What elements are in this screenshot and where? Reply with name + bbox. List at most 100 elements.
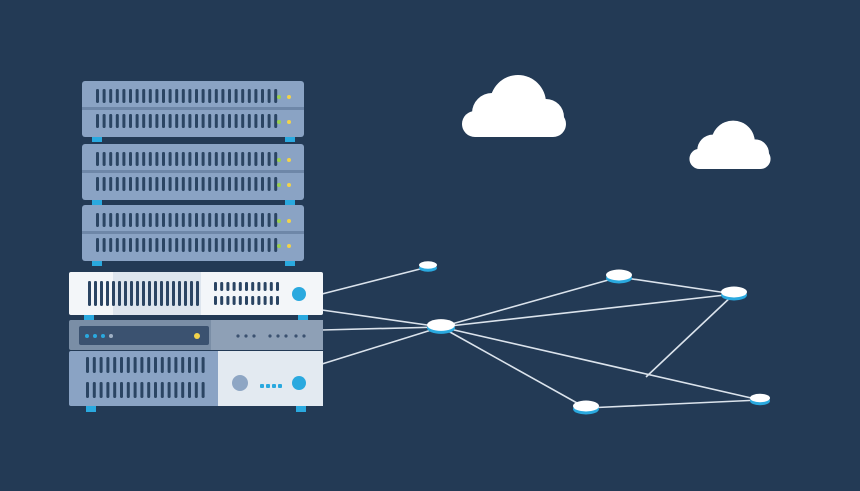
- vent-slot: [113, 382, 117, 398]
- vent-slot: [201, 89, 205, 103]
- vent-slot: [241, 238, 245, 252]
- vent-slot: [254, 89, 258, 103]
- vent-slot: [135, 238, 139, 252]
- node-top: [427, 319, 455, 331]
- vent-slot: [267, 213, 271, 227]
- status-led: [277, 183, 281, 187]
- vent-slot: [267, 177, 271, 191]
- vent-slot: [94, 281, 97, 306]
- vent-slot: [129, 152, 132, 166]
- vent-slot: [251, 296, 255, 305]
- vent-slot: [122, 177, 126, 191]
- vent-slot: [241, 114, 245, 128]
- vent-slot: [251, 282, 255, 291]
- vent-slot: [228, 89, 231, 103]
- status-led: [277, 219, 281, 223]
- vent-slot: [194, 382, 198, 398]
- vent-slot: [135, 114, 139, 128]
- vent-slot: [175, 89, 179, 103]
- node-top: [721, 286, 747, 298]
- link-line: [618, 276, 735, 295]
- vent-slot: [112, 281, 115, 306]
- vent-slot: [129, 89, 132, 103]
- vent-slot: [109, 238, 113, 252]
- vent-slot: [129, 213, 132, 227]
- vent-slot: [221, 213, 225, 227]
- vent-slot: [221, 89, 225, 103]
- vent-slot: [221, 114, 225, 128]
- storage-led: [260, 384, 264, 388]
- vent-slot: [135, 89, 139, 103]
- server-foot: [92, 137, 102, 142]
- vent-slot: [92, 357, 96, 373]
- vent-slot: [148, 89, 152, 103]
- vent-slot: [115, 114, 119, 128]
- vent-slot: [102, 213, 106, 227]
- vent-slot: [154, 357, 157, 373]
- vent-slot: [168, 152, 172, 166]
- link-line: [440, 293, 735, 328]
- vent-slot: [162, 238, 165, 252]
- vent-slot: [109, 114, 113, 128]
- vent-slot: [135, 152, 139, 166]
- vent-slot: [241, 177, 245, 191]
- vent-slot: [155, 152, 159, 166]
- server-foot: [285, 261, 295, 266]
- router-port: [252, 334, 256, 338]
- vent-slot: [175, 177, 179, 191]
- vent-slot: [245, 282, 248, 291]
- vent-slot: [109, 152, 113, 166]
- vent-slot: [201, 152, 205, 166]
- vent-slot: [162, 89, 165, 103]
- vent-slot: [148, 152, 152, 166]
- network-node-icon: [573, 400, 599, 415]
- vent-slot: [276, 282, 279, 291]
- link-line: [321, 326, 442, 365]
- vent-slot: [257, 296, 261, 305]
- vent-slot: [194, 357, 198, 373]
- status-led: [277, 120, 281, 124]
- vent-slot: [148, 177, 152, 191]
- vent-slot: [201, 213, 205, 227]
- router-led: [93, 334, 97, 338]
- router-port: [276, 334, 280, 338]
- vent-slot: [135, 213, 139, 227]
- vent-slot: [96, 89, 99, 103]
- vent-slot: [115, 152, 119, 166]
- vent-slot: [234, 89, 238, 103]
- vent-slot: [201, 382, 205, 398]
- vent-slot: [195, 177, 198, 191]
- vent-slot: [221, 238, 225, 252]
- vent-slot: [102, 114, 106, 128]
- unit-foot: [296, 406, 306, 412]
- vent-slot: [234, 114, 238, 128]
- vent-slot: [136, 281, 139, 306]
- server-icon: [82, 205, 304, 266]
- router-led: [109, 334, 113, 338]
- server-foot: [92, 200, 102, 205]
- vent-slot: [162, 213, 165, 227]
- vent-slot: [109, 89, 113, 103]
- vent-slot: [208, 177, 212, 191]
- vent-slot: [208, 238, 212, 252]
- link-line: [440, 276, 620, 328]
- vent-slot: [208, 114, 212, 128]
- vent-slot: [269, 296, 273, 305]
- vent-slot: [274, 152, 278, 166]
- status-led: [287, 219, 291, 223]
- vent-slot: [214, 89, 218, 103]
- cloud-puff: [528, 99, 564, 135]
- vent-slot: [122, 114, 126, 128]
- vent-slot: [115, 238, 119, 252]
- router-port: [284, 334, 288, 338]
- vent-slot: [263, 296, 267, 305]
- vent-slot: [238, 282, 242, 291]
- vent-slot: [247, 177, 251, 191]
- vent-slot: [175, 152, 179, 166]
- status-led: [287, 95, 291, 99]
- vent-slot: [254, 213, 258, 227]
- link-line: [440, 326, 587, 409]
- router-port: [268, 334, 272, 338]
- vent-slot: [133, 357, 137, 373]
- vent-slot: [267, 89, 271, 103]
